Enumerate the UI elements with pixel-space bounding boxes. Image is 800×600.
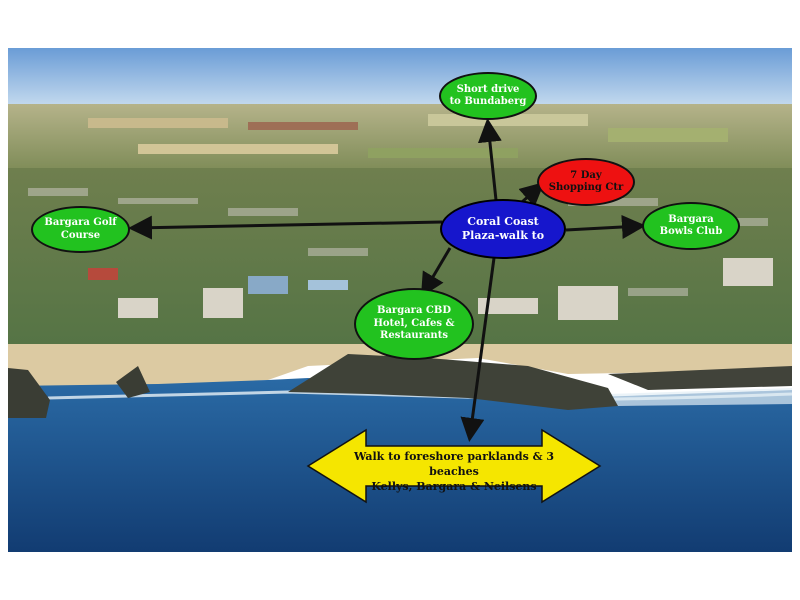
beaches-line-2: Kellys, Bargara & Neilsens <box>371 479 537 493</box>
cbd-line-1: Bargara CBD <box>377 305 451 317</box>
beaches-arrow-label: Walk to foreshore parklands & 3 beaches … <box>330 450 578 495</box>
arrow-to-shopping <box>518 182 545 207</box>
bundaberg-line-2: to Bundaberg <box>449 96 527 107</box>
bundaberg-line-1: Short drive <box>456 83 520 95</box>
arrow-to-bowls <box>565 214 646 239</box>
cbd-line-3: Restaurants <box>380 330 448 342</box>
arrow-to-bundaberg <box>477 118 502 201</box>
shopping-line-2: Shopping Ctr <box>548 182 624 193</box>
yellow-double-arrow <box>306 428 602 504</box>
arrow-to-cbd <box>420 247 452 298</box>
center-line-1: Coral Coast <box>467 215 539 229</box>
bowls-line-1: Bargara <box>668 213 714 225</box>
arrow-to-beaches <box>460 257 496 442</box>
cbd-line-2: Hotel, Cafes & <box>373 317 455 329</box>
shopping-line-1: 7 Day <box>570 169 602 181</box>
bowls-line-2: Bowls Club <box>659 226 723 237</box>
golf-line-1: Bargara Golf <box>44 217 117 228</box>
center-line-2: Plaza-walk to <box>461 229 545 242</box>
golf-line-2: Course <box>60 229 101 241</box>
arrow-to-golf <box>128 215 443 240</box>
beaches-line-1: Walk to foreshore parklands & 3 beaches <box>353 450 555 478</box>
